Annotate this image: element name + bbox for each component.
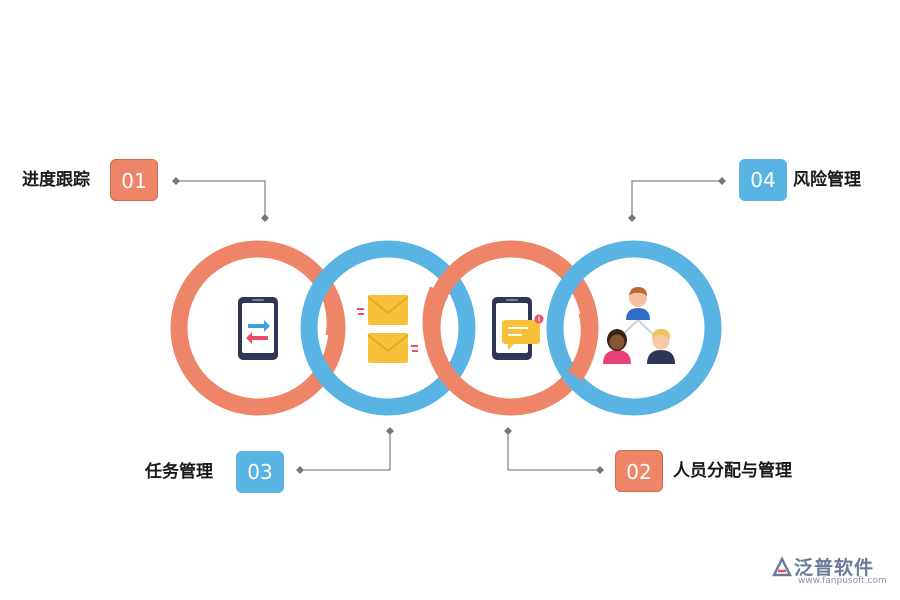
- phone-message-icon: [492, 297, 544, 360]
- connector-04: [631, 180, 722, 218]
- badge-02: 02: [615, 450, 663, 492]
- connector-dot: [718, 177, 726, 185]
- brand-logo: 泛普软件 www.fanpusoft.com: [770, 553, 892, 589]
- brand-name: 泛普软件: [794, 557, 875, 579]
- ring-4: [546, 240, 722, 416]
- label-risk-management: 风险管理: [793, 170, 861, 190]
- connector-dot: [596, 466, 604, 474]
- connector-dot: [296, 466, 304, 474]
- connector-01: [176, 180, 266, 218]
- connector-dot: [504, 427, 512, 435]
- team-people-icon: [603, 287, 675, 364]
- badge-04: 04: [739, 159, 787, 201]
- label-progress-tracking: 进度跟踪: [22, 170, 90, 190]
- badge-03: 03: [236, 451, 284, 493]
- connector-dot: [386, 427, 394, 435]
- connector-03: [300, 431, 391, 471]
- connector-dot: [628, 214, 636, 222]
- ring-3-overlap: [422, 286, 446, 342]
- brand-logo-icon: [771, 556, 793, 577]
- ring-2: [300, 240, 476, 416]
- phone-transfer-icon: [238, 297, 278, 360]
- ring-3-overlap-right: [567, 309, 598, 381]
- connector-dot: [172, 177, 180, 185]
- envelopes-icon: [357, 295, 418, 363]
- brand-url: www.fanpusoft.com: [798, 576, 887, 586]
- badge-01: 01: [110, 159, 158, 201]
- connector-dot: [261, 214, 269, 222]
- label-task-management: 任务管理: [145, 462, 213, 482]
- label-staff-allocation: 人员分配与管理: [673, 461, 792, 481]
- ring-1-overlap: [322, 294, 344, 338]
- connector-02: [507, 431, 600, 471]
